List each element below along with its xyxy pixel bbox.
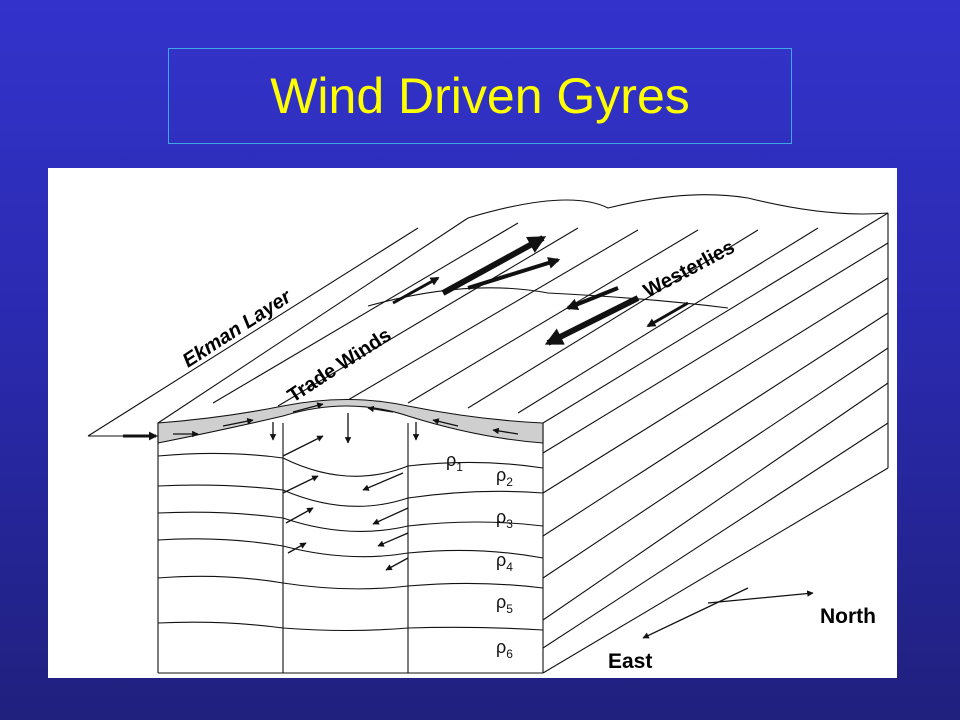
surface-arrow: [222, 417, 254, 427]
ekman-layer-line: [87, 227, 419, 437]
density-label-5: ρ5: [496, 592, 513, 616]
compass-arrows: [642, 587, 814, 639]
top-right-edge: [542, 212, 889, 424]
westerly-arrow: [544, 295, 640, 346]
westerly-arrow: [646, 301, 689, 328]
density-interfaces: [157, 452, 544, 632]
surface-arrow: [432, 418, 459, 427]
trade-wind-arrow: [392, 276, 440, 305]
interface-3: [157, 511, 544, 532]
interface-6: [157, 621, 544, 632]
title-box: Wind Driven Gyres: [168, 48, 792, 144]
interface-5: [157, 575, 544, 590]
diagram-svg: Ekman Layer Trade Winds Westerlies North…: [87, 194, 889, 674]
side-line: [542, 347, 889, 579]
downwelling-arrows: [269, 413, 420, 444]
interior-arrow: [282, 475, 319, 494]
trade-wind-arrow: [441, 235, 547, 296]
density-label-3: ρ3: [496, 507, 513, 531]
interior-arrow: [282, 435, 324, 457]
interface-2: [157, 484, 544, 507]
gyre-diagram: Ekman Layer Trade Winds Westerlies North…: [48, 168, 897, 678]
side-line: [542, 312, 889, 537]
top-streak: [212, 222, 519, 404]
interface-4: [157, 538, 544, 559]
top-streak: [277, 227, 579, 407]
density-label-2: ρ2: [496, 465, 513, 489]
ekman-layer-label: Ekman Layer: [179, 285, 296, 372]
ekman-surface-arrows: [173, 402, 519, 438]
interior-arrow: [377, 532, 409, 547]
north-label: North: [820, 605, 876, 628]
top-streak: [517, 227, 819, 414]
east-label: East: [608, 650, 652, 673]
box-outline: [87, 194, 889, 674]
top-streak: [407, 229, 699, 404]
side-line: [542, 422, 889, 649]
top-streak: [467, 229, 759, 409]
trade-wind-arrow: [467, 257, 561, 290]
surface-arrow: [292, 402, 324, 413]
interior-arrows: [282, 435, 409, 571]
side-bottom-edge: [542, 467, 889, 674]
density-label-6: ρ6: [496, 637, 513, 661]
interior-arrow: [362, 472, 404, 491]
density-labels: ρ1 ρ2 ρ3 ρ4 ρ5 ρ6: [446, 450, 513, 661]
interface-1: [157, 452, 544, 477]
surface-arrow: [492, 427, 519, 435]
density-label-4: ρ4: [496, 550, 513, 574]
side-line: [542, 382, 889, 621]
density-label-1: ρ1: [446, 450, 463, 474]
north-arrow: [707, 590, 814, 604]
interior-arrow: [372, 507, 409, 525]
surface-arrow: [367, 405, 394, 413]
westerly-arrow: [565, 286, 619, 311]
wind-arrows: [392, 235, 689, 346]
trade-winds-label: Trade Winds: [284, 324, 396, 407]
side-line: [542, 242, 889, 454]
interior-arrow: [385, 557, 409, 571]
interior-arrow: [287, 542, 307, 554]
top-streak: [347, 229, 639, 401]
top-wave: [367, 287, 729, 309]
top-left-edge: [157, 217, 469, 424]
east-arrow: [642, 587, 749, 639]
top-back-edge: [467, 194, 889, 219]
westerlies-label: Westerlies: [640, 236, 738, 302]
slide-title: Wind Driven Gyres: [270, 68, 690, 124]
ekman-layer-band: [157, 398, 544, 444]
interior-arrow: [285, 507, 314, 524]
side-line: [542, 277, 889, 494]
